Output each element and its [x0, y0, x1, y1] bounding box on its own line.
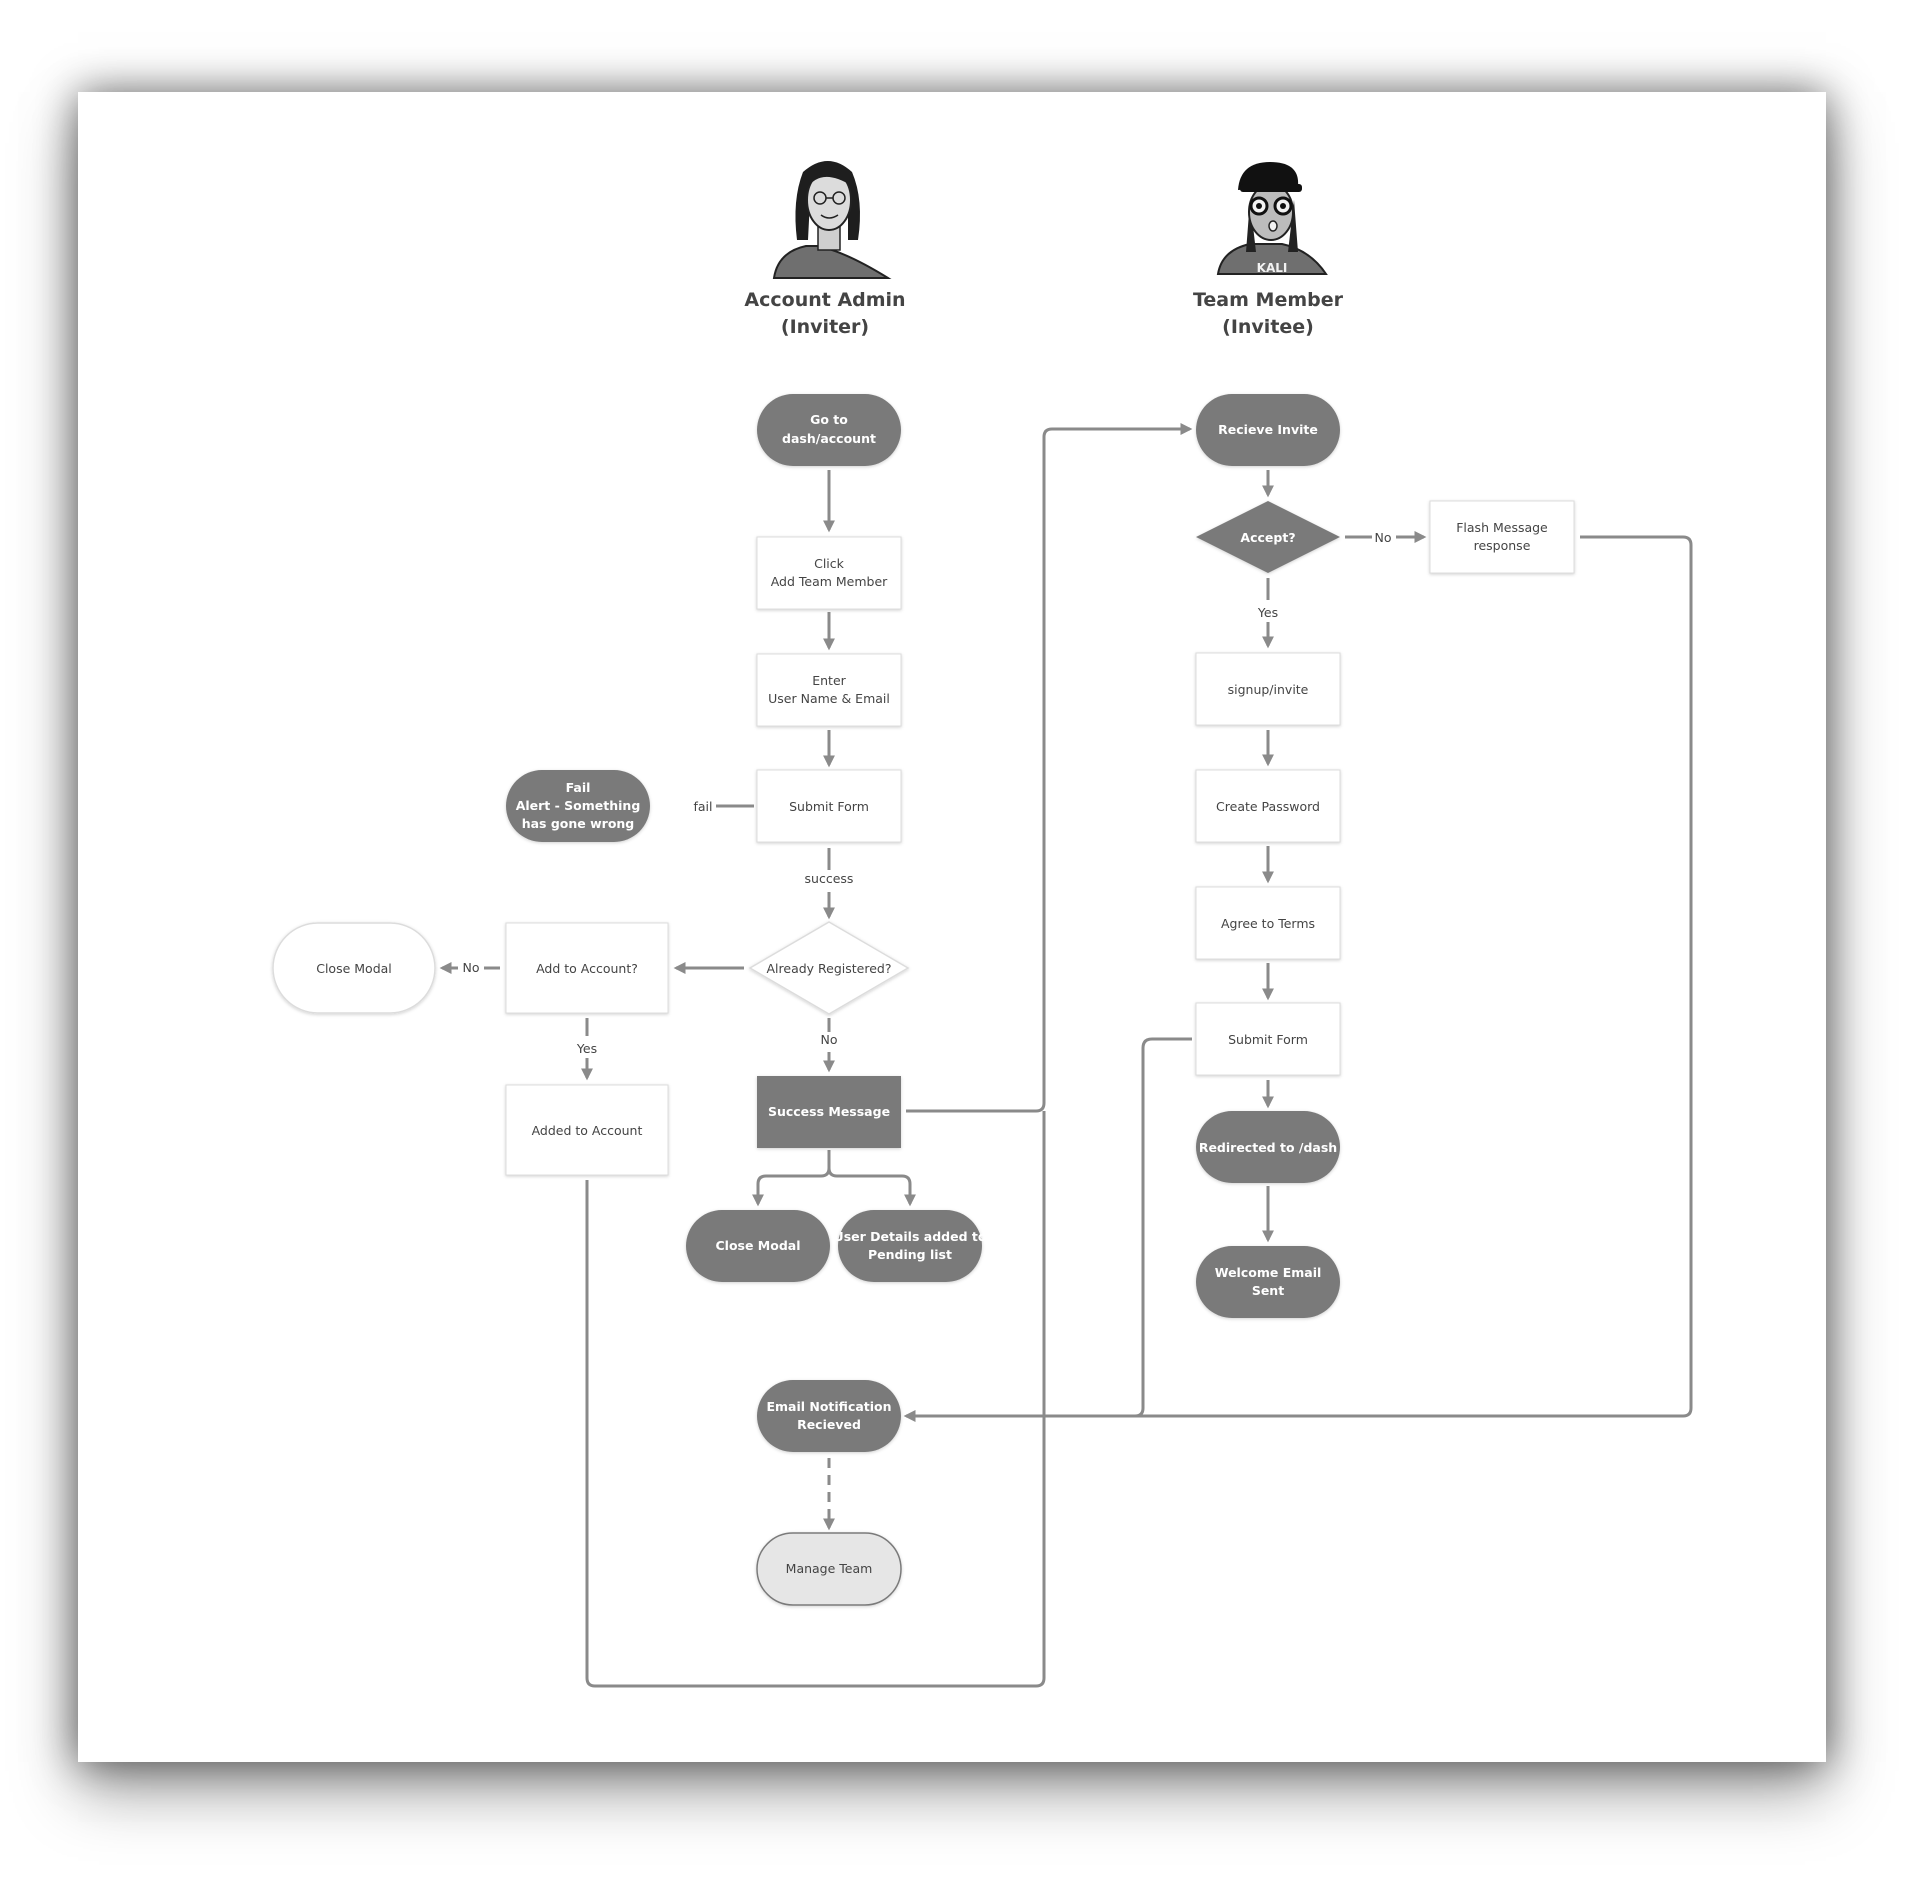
- node-enter-user-line2: User Name & Email: [768, 691, 890, 706]
- member-title-line2: (Invitee): [1222, 316, 1314, 338]
- svg-text:KALI: KALI: [1257, 261, 1288, 275]
- node-recieve-invite[interactable]: Recieve Invite: [1196, 394, 1340, 466]
- node-manage-team-line1: Manage Team: [786, 1561, 873, 1576]
- node-close-modal-outline-line1: Close Modal: [316, 961, 392, 976]
- node-user-details-pending[interactable]: User Details added to Pending list: [834, 1210, 987, 1282]
- node-submit-form-member[interactable]: Submit Form: [1195, 1002, 1341, 1076]
- admin-title-line1: Account Admin: [744, 289, 905, 311]
- node-add-to-account-line1: Add to Account?: [536, 961, 638, 976]
- edge-label-no-registered: No: [821, 1032, 838, 1047]
- node-user-details-line2: Pending list: [868, 1247, 952, 1262]
- node-recieve-invite-line1: Recieve Invite: [1218, 422, 1318, 437]
- node-user-details-line1: User Details added to: [834, 1229, 987, 1244]
- node-close-modal-outline[interactable]: Close Modal: [272, 922, 436, 1014]
- node-add-to-account[interactable]: Add to Account?: [505, 922, 669, 1014]
- connectors: [439, 423, 1693, 1688]
- member-avatar: KALI: [1216, 162, 1328, 275]
- node-fail-alert-line3: has gone wrong: [522, 816, 635, 831]
- node-added-to-account-line1: Added to Account: [532, 1123, 643, 1138]
- node-signup-invite-line1: signup/invite: [1228, 682, 1309, 697]
- edge-label-fail: fail: [693, 799, 712, 814]
- node-click-add-line2: Add Team Member: [771, 574, 888, 589]
- node-signup-invite[interactable]: signup/invite: [1195, 652, 1341, 726]
- node-agree-terms-line1: Agree to Terms: [1221, 916, 1315, 931]
- admin-title-line2: (Inviter): [781, 316, 869, 338]
- node-already-registered[interactable]: Already Registered?: [748, 921, 910, 1015]
- edge-label-success: success: [805, 871, 854, 886]
- member-title-line1: Team Member: [1193, 289, 1344, 311]
- node-success-message[interactable]: Success Message: [757, 1076, 901, 1148]
- node-click-add-line1: Click: [814, 556, 845, 571]
- node-fail-alert-line1: Fail: [566, 780, 591, 795]
- admin-avatar: [772, 161, 892, 279]
- node-go-to-dash-line1: Go to: [810, 412, 848, 427]
- node-enter-user[interactable]: Enter User Name & Email: [756, 653, 902, 727]
- node-fail-alert-line2: Alert - Something: [516, 798, 641, 813]
- node-email-notification-line1: Email Notification: [766, 1399, 891, 1414]
- node-create-password-line1: Create Password: [1216, 799, 1320, 814]
- node-go-to-dash[interactable]: Go to dash/account: [757, 394, 901, 466]
- node-added-to-account[interactable]: Added to Account: [505, 1084, 669, 1176]
- node-submit-form-admin[interactable]: Submit Form: [756, 769, 902, 843]
- node-flash-message-line2: response: [1474, 538, 1531, 553]
- node-close-modal[interactable]: Close Modal: [686, 1210, 830, 1282]
- node-create-password[interactable]: Create Password: [1195, 769, 1341, 843]
- edge-label-no-accept: No: [1375, 530, 1392, 545]
- node-welcome-email-line2: Sent: [1252, 1283, 1284, 1298]
- node-email-notification[interactable]: Email Notification Recieved: [757, 1380, 901, 1452]
- node-redirected-dash[interactable]: Redirected to /dash: [1196, 1111, 1340, 1183]
- node-email-notification-line2: Recieved: [797, 1417, 861, 1432]
- node-fail-alert[interactable]: Fail Alert - Something has gone wrong: [506, 770, 650, 842]
- node-flash-message[interactable]: Flash Message response: [1429, 500, 1575, 574]
- node-success-message-line1: Success Message: [768, 1104, 890, 1119]
- node-flash-message-line1: Flash Message: [1456, 520, 1548, 535]
- node-accept[interactable]: Accept?: [1196, 501, 1340, 573]
- node-submit-form-member-line1: Submit Form: [1228, 1032, 1308, 1047]
- node-manage-team[interactable]: Manage Team: [756, 1532, 902, 1606]
- node-submit-form-admin-line1: Submit Form: [789, 799, 869, 814]
- edge-label-yes-accept: Yes: [1257, 605, 1278, 620]
- node-close-modal-line1: Close Modal: [715, 1238, 800, 1253]
- edge-label-yes-add: Yes: [576, 1041, 597, 1056]
- node-accept-line1: Accept?: [1240, 530, 1295, 545]
- node-welcome-email-line1: Welcome Email: [1215, 1265, 1322, 1280]
- node-enter-user-line1: Enter: [812, 673, 846, 688]
- node-agree-terms[interactable]: Agree to Terms: [1195, 886, 1341, 960]
- node-go-to-dash-line2: dash/account: [782, 431, 876, 446]
- node-redirected-dash-line1: Redirected to /dash: [1199, 1140, 1337, 1155]
- node-welcome-email[interactable]: Welcome Email Sent: [1196, 1246, 1340, 1318]
- edge-labels: fail success No No Yes No Yes: [458, 530, 1392, 1056]
- node-click-add-team-member[interactable]: Click Add Team Member: [756, 536, 902, 610]
- edge-label-no-add: No: [463, 960, 480, 975]
- node-already-registered-line1: Already Registered?: [767, 961, 892, 976]
